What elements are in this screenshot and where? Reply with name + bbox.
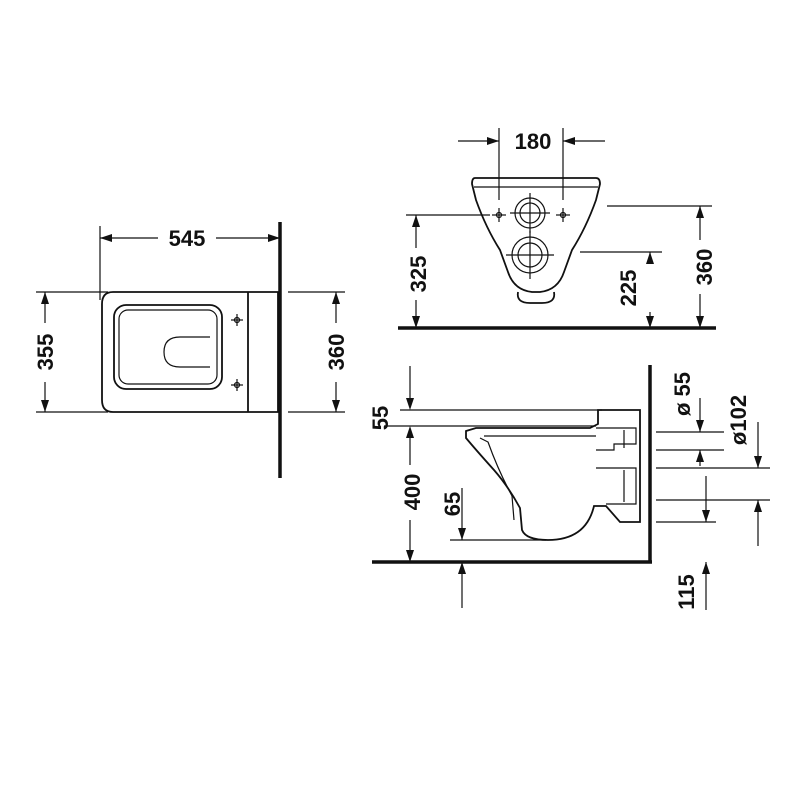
front-outlet-height-dimension	[580, 251, 662, 328]
front-spacing-label: 180	[515, 129, 552, 154]
plan-bowl-outline	[101, 291, 279, 413]
front-bolt-height-dimension	[406, 214, 490, 328]
front-fixing-cross-right	[556, 208, 570, 222]
plan-length-dimension	[99, 226, 280, 300]
side-floor-offset-dimension	[450, 488, 546, 608]
front-top-height-dimension	[607, 205, 712, 328]
plan-depth-label: 360	[324, 334, 349, 371]
plan-view: 545 355 360	[33, 222, 349, 478]
front-outlet-hole	[506, 231, 554, 279]
front-fixing-cross-left	[492, 208, 506, 222]
side-rim-offset-label: 55	[368, 406, 393, 430]
side-inlet-connector	[596, 427, 637, 451]
side-outlet-floor-height-label: 115	[674, 574, 699, 610]
side-inlet-diameter-dimension	[656, 398, 724, 466]
side-inlet-diameter-label: ø 55	[670, 372, 695, 416]
plan-width-label: 355	[33, 334, 58, 371]
side-view: 55 400 65 ø 55	[368, 365, 770, 610]
plan-fixing-cross-top	[231, 314, 243, 326]
plan-drain-outline	[163, 336, 210, 368]
plan-seat-inner	[118, 309, 218, 385]
side-rim-offset-dimension	[384, 366, 602, 438]
plan-fixing-cross-bottom	[231, 379, 243, 391]
side-inner-bowl	[479, 437, 515, 521]
side-outlet-floor-height-dimension	[656, 476, 716, 610]
front-bowl-outline	[471, 177, 601, 293]
side-rim-height-label: 400	[400, 474, 425, 511]
plan-seat-opening	[113, 304, 223, 390]
side-outlet-connector	[596, 467, 637, 505]
front-bolt-height-label: 325	[406, 256, 431, 293]
side-floor-offset-label: 65	[440, 492, 465, 516]
side-bowl-outline	[465, 409, 641, 541]
side-outlet-diameter-dimension	[656, 422, 770, 546]
front-view: 180 325 225 360	[398, 128, 717, 330]
front-outlet-height-label: 225	[616, 270, 641, 307]
front-inlet-hole	[510, 193, 550, 233]
front-top-height-label: 360	[692, 249, 717, 286]
side-rim-height-dimension	[406, 438, 414, 562]
plan-depth-dimension	[288, 291, 345, 413]
front-spacing-dimension	[458, 128, 605, 200]
front-outlet-stub	[516, 291, 556, 304]
plan-width-dimension	[36, 291, 108, 413]
plan-length-label: 545	[169, 226, 206, 251]
side-outlet-diameter-label: ø102	[726, 395, 751, 445]
